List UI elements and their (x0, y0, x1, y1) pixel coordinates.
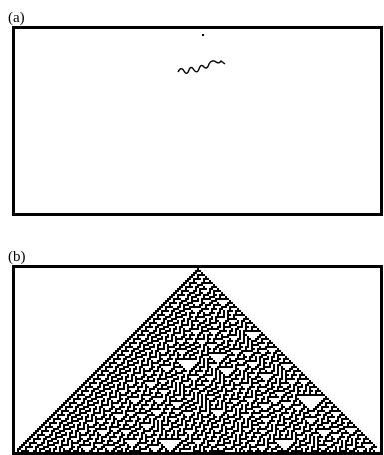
panel-a-trace (177, 59, 226, 74)
panel-b-pattern (17, 268, 377, 452)
panel-a-pattern (177, 34, 226, 74)
panel-a-frame (12, 26, 383, 216)
panel-b-cells (17, 268, 377, 452)
panel-b-label: (b) (8, 249, 26, 265)
panel-a-seed-dot (202, 34, 204, 36)
panel-a-label: (a) (8, 10, 25, 26)
panel-b-cell-pattern (17, 268, 377, 452)
panel-b-frame (12, 265, 383, 455)
